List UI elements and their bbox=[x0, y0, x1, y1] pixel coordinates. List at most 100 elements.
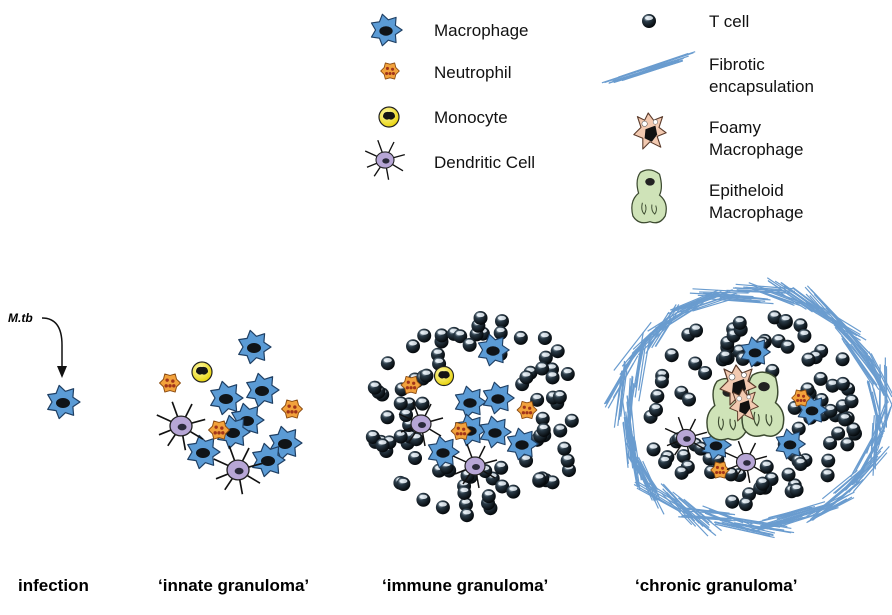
immune-t-cell bbox=[457, 485, 472, 500]
chronic-t-cell bbox=[650, 389, 665, 404]
legend-foamy-label-2: Macrophage bbox=[709, 140, 804, 159]
legend-neutrophil-icon bbox=[380, 62, 400, 80]
immune-t-cell bbox=[536, 422, 551, 437]
immune-t-cell bbox=[393, 429, 408, 444]
chronic-t-cell bbox=[718, 349, 733, 364]
immune-t-cell bbox=[380, 410, 395, 425]
immune-macrophage bbox=[506, 427, 539, 461]
immune-neutrophil bbox=[450, 421, 472, 441]
chronic-t-cell bbox=[688, 356, 703, 371]
chronic-t-cell bbox=[838, 412, 853, 427]
mtb-label: M.tb bbox=[8, 311, 33, 325]
chronic-fibrosis-strand bbox=[760, 501, 826, 527]
immune-t-cell bbox=[545, 370, 560, 385]
stage-innate-label: ‘innate granuloma’ bbox=[158, 576, 310, 595]
innate-macrophage bbox=[187, 434, 221, 470]
legend-epith-label-2: Macrophage bbox=[709, 203, 804, 222]
chronic-t-cell bbox=[813, 371, 828, 386]
chronic-t-cell bbox=[801, 352, 816, 367]
legend-macrophage-label: Macrophage bbox=[434, 21, 529, 40]
chronic-t-cell bbox=[844, 394, 859, 409]
chronic-fibrosis-strand bbox=[706, 292, 774, 305]
chronic-t-cell bbox=[654, 374, 669, 389]
chronic-t-cell bbox=[648, 402, 663, 417]
immune-t-cell bbox=[473, 310, 488, 325]
chronic-t-cell bbox=[835, 352, 850, 367]
innate-neutrophil bbox=[208, 420, 230, 440]
chronic-t-cell bbox=[781, 467, 796, 482]
legend-foamy-icon bbox=[633, 112, 667, 150]
immune-t-cell bbox=[380, 356, 395, 371]
legend-fibrotic-label-2: encapsulation bbox=[709, 77, 814, 96]
legend-icons bbox=[364, 13, 696, 224]
infection-arrow bbox=[41, 317, 67, 378]
chronic-t-cell bbox=[789, 482, 804, 497]
immune-macrophage bbox=[482, 381, 515, 415]
legend-macrophage-icon bbox=[370, 13, 403, 47]
immune-t-cell bbox=[417, 328, 432, 343]
immune-macrophage bbox=[427, 435, 460, 469]
chronic-fibrosis-strand bbox=[878, 357, 888, 428]
chronic-foamy-macrophage bbox=[729, 388, 759, 422]
immune-monocyte bbox=[433, 365, 455, 387]
immune-t-cell bbox=[462, 337, 477, 352]
chronic-neutrophil bbox=[710, 461, 730, 479]
legend-neutrophil-label: Neutrophil bbox=[434, 63, 512, 82]
immune-t-cell bbox=[532, 472, 547, 487]
immune-t-cell bbox=[506, 484, 521, 499]
immune-t-cell bbox=[564, 413, 579, 428]
immune-t-cell bbox=[419, 368, 434, 383]
innate-macrophage bbox=[246, 372, 280, 408]
chronic-t-cell bbox=[820, 468, 835, 483]
chronic-t-cell bbox=[732, 315, 747, 330]
chronic-t-cell bbox=[725, 494, 740, 509]
legend-tcell-label: T cell bbox=[709, 12, 750, 31]
chronic-macrophage bbox=[775, 428, 806, 460]
immune-t-cell bbox=[393, 396, 408, 411]
innate-macrophage bbox=[252, 442, 286, 478]
immune-t-cell bbox=[365, 429, 380, 444]
immune-t-cell bbox=[537, 331, 552, 346]
chronic-t-cell bbox=[676, 449, 691, 464]
immune-t-cell bbox=[435, 500, 450, 515]
chronic-t-cell bbox=[835, 376, 850, 391]
immune-t-cell bbox=[416, 492, 431, 507]
immune-t-cell bbox=[494, 314, 509, 329]
immune-t-cell bbox=[434, 328, 449, 343]
innate-macrophage bbox=[238, 329, 272, 365]
chronic-t-cell bbox=[759, 459, 774, 474]
chronic-macrophage bbox=[740, 336, 771, 368]
immune-t-cell bbox=[553, 423, 568, 438]
chronic-t-cell bbox=[674, 465, 689, 480]
chronic-t-cell bbox=[823, 403, 838, 418]
immune-t-cell bbox=[459, 508, 474, 523]
immune-t-cell bbox=[557, 441, 572, 456]
chronic-fibrosis-strand bbox=[647, 298, 704, 336]
infection-arrow-line bbox=[41, 317, 63, 372]
immune-t-cell bbox=[535, 361, 550, 376]
chronic-t-cell bbox=[698, 365, 713, 380]
legend-dendritic-label: Dendritic Cell bbox=[434, 153, 536, 172]
chronic-t-cell bbox=[646, 442, 661, 457]
immune-macrophage bbox=[454, 385, 487, 419]
legend-epith-label-1: Epitheloid bbox=[709, 181, 784, 200]
immune-t-cell bbox=[550, 344, 565, 359]
chronic-t-cell bbox=[823, 436, 838, 451]
immune-t-cell bbox=[495, 479, 510, 494]
legend-dendritic-icon bbox=[364, 139, 405, 180]
legend-foamy-label-1: Foamy bbox=[709, 118, 761, 137]
immune-neutrophil bbox=[516, 400, 538, 420]
chronic-t-cell bbox=[738, 497, 753, 512]
immune-t-cell bbox=[415, 396, 430, 411]
infection-macrophage bbox=[47, 384, 81, 420]
immune-t-cell bbox=[513, 330, 528, 345]
chronic-t-cell bbox=[658, 455, 673, 470]
innate-dendritic-cell bbox=[156, 401, 206, 451]
chronic-dendritic-cell bbox=[724, 440, 768, 484]
immune-t-cell bbox=[493, 325, 508, 340]
immune-t-cell bbox=[535, 411, 550, 426]
legend-fibrotic-label-1: Fibrotic bbox=[709, 55, 765, 74]
chronic-t-cell bbox=[664, 348, 679, 363]
stage-immune-label: ‘immune granuloma’ bbox=[382, 576, 549, 595]
chronic-fibrosis-strand bbox=[714, 519, 776, 539]
